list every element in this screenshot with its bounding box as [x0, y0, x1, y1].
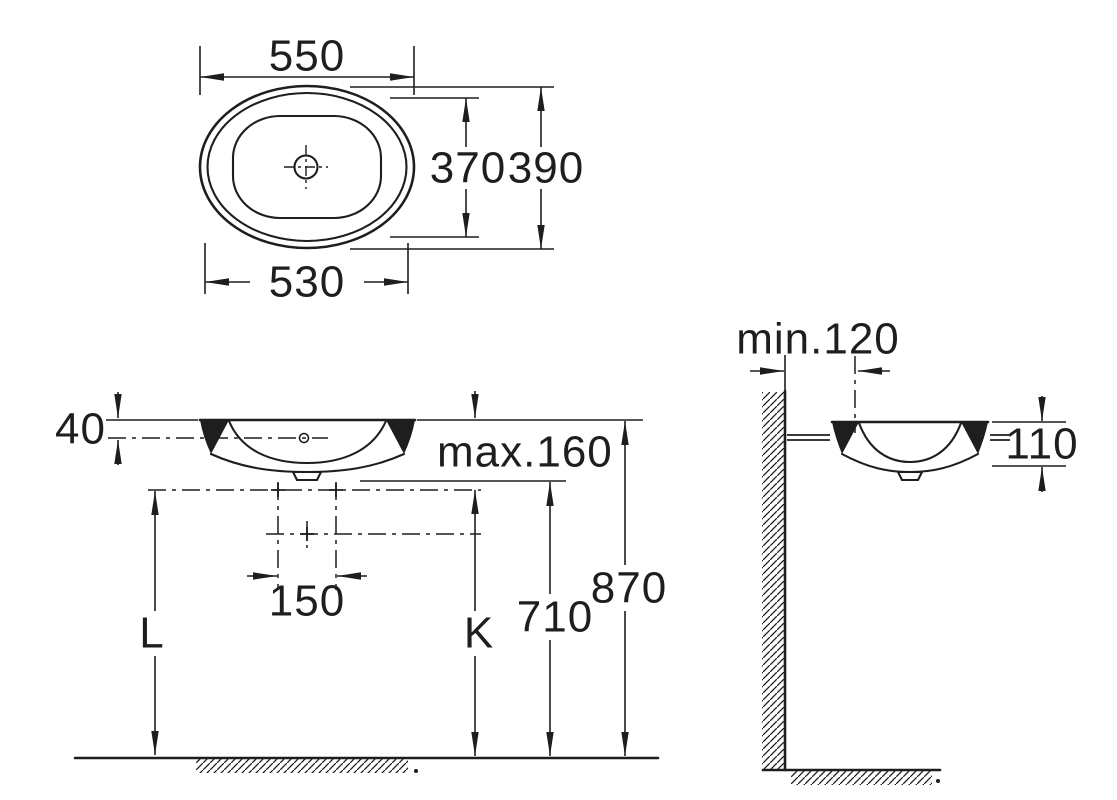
drain-circle [293, 154, 319, 180]
basin-outer-rim [198, 84, 416, 250]
dim-710: 710 [517, 482, 593, 756]
dim-K-label: K [464, 609, 494, 658]
dim-L-label: L [139, 609, 164, 658]
dim-390-label: 390 [508, 144, 584, 193]
floor-hatching [196, 759, 408, 773]
dim-390: 390 [350, 86, 584, 250]
basin-side-outline [787, 420, 1010, 482]
dim-min120: min.120 [736, 315, 900, 433]
drain-outlet [291, 470, 323, 482]
hatch-end-dot [936, 779, 940, 783]
dim-870-label: 870 [591, 564, 667, 613]
dim-550-label: 550 [269, 32, 345, 81]
rim-section-right [961, 422, 988, 454]
hole-marker-left [271, 483, 285, 497]
dim-530: 530 [204, 243, 409, 307]
overflow-hole [298, 432, 310, 444]
mounting-hole-axes [148, 482, 481, 590]
dim-530-label: 530 [269, 258, 345, 307]
dim-150-label: 150 [269, 577, 345, 626]
drain-symbol [284, 145, 328, 189]
basin-rim-inner-edge [206, 91, 408, 243]
basin-inner-bowl [857, 421, 963, 464]
hole-marker-center [300, 527, 314, 541]
dim-370-label: 370 [430, 144, 506, 193]
dim-870: 870 [591, 421, 667, 756]
floor-front [73, 756, 660, 773]
dim-110: 110 [992, 396, 1078, 492]
basin-inner-bowl [227, 419, 388, 465]
front-view: 40 max.160 150 L [55, 391, 667, 773]
dim-370: 370 [390, 97, 506, 238]
basin-plan-outline [198, 84, 416, 250]
wall-hatching [762, 392, 785, 770]
basin-bowl-edge [231, 114, 383, 220]
floor-hatching [791, 771, 932, 785]
dim-40-label: 40 [55, 405, 106, 454]
dim-min120-label: min.120 [736, 315, 900, 364]
dim-40: 40 [55, 392, 198, 465]
rim-section-right [386, 420, 415, 454]
dim-110-label: 110 [1005, 420, 1078, 469]
fixing-bracket [787, 434, 1010, 441]
rim-section-left [200, 420, 229, 454]
hole-marker-right [329, 483, 343, 497]
basin-front-outline [108, 418, 417, 482]
dim-710-label: 710 [517, 593, 593, 642]
dim-K: K [464, 490, 494, 756]
wall [762, 355, 787, 772]
dim-max160: max.160 [360, 391, 643, 482]
dim-L: L [139, 491, 164, 755]
side-view: min.120 110 [736, 315, 1078, 785]
dim-150: 150 [247, 572, 367, 626]
rim-section-left [832, 422, 859, 454]
dim-550: 550 [199, 32, 415, 95]
drain-outlet [896, 470, 924, 482]
dim-max160-label: max.160 [437, 428, 613, 477]
plan-view: 550 530 370 390 [198, 32, 584, 307]
floor-side [761, 768, 942, 785]
hatch-end-dot [414, 769, 418, 773]
